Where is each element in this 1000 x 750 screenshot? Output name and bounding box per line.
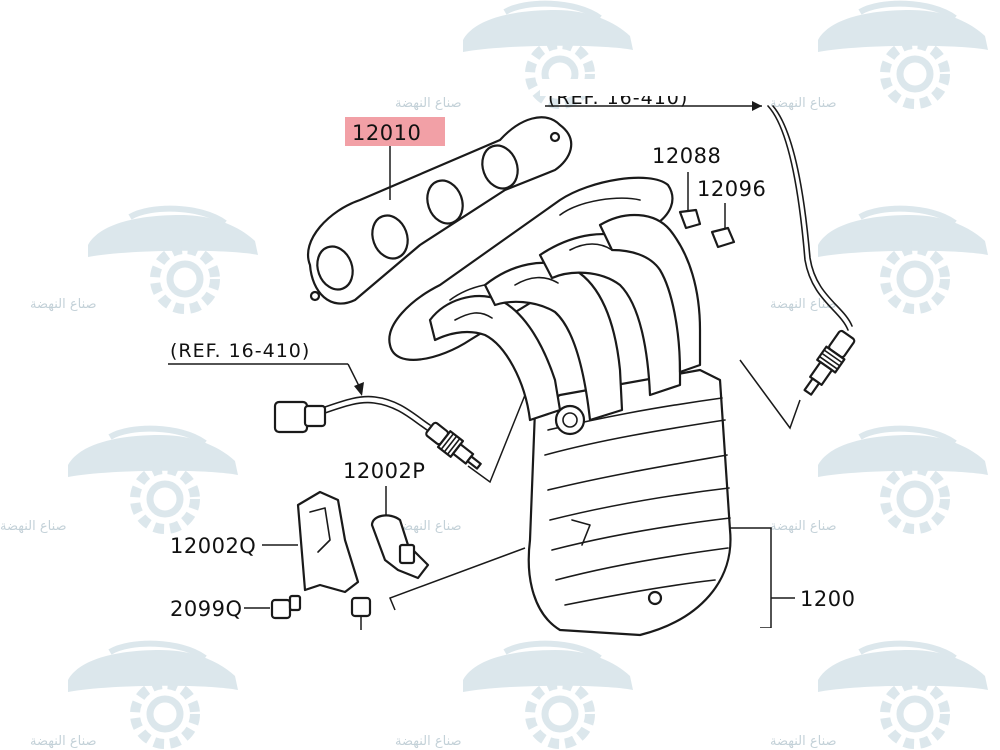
watermark-text: صناع النهضة [395, 734, 462, 749]
crop-mask [742, 628, 782, 632]
ref-lower-label: (REF. 16-410) [170, 340, 310, 362]
washer-nut-12096[interactable]: 12096 [697, 177, 766, 249]
gasket-hole [309, 290, 321, 302]
bracket-leader [389, 547, 526, 611]
ref-upper-group[interactable]: (REF. 16-410) [540, 79, 762, 111]
converter-stud [647, 590, 663, 606]
ref-lower-group[interactable]: (REF. 16-410) [168, 340, 364, 396]
bracket-q-detail [309, 507, 331, 553]
sensor-connector-boot [303, 404, 327, 428]
watermark-text: صناع النهضة [0, 519, 67, 534]
lower-sensor-cable-outer [324, 401, 428, 431]
washer-nut-icon [710, 226, 736, 249]
sensor-cable [767, 105, 849, 331]
washer-nut-part-number: 12096 [697, 177, 766, 201]
runner-4 [598, 213, 702, 374]
bracket-12002P[interactable]: 12002P [343, 459, 430, 580]
bracket-12002Q[interactable]: 12002Q [170, 490, 360, 594]
watermark-text: صناع النهضة [395, 519, 462, 534]
bolt-shank [288, 594, 302, 612]
bolt-2099Q[interactable]: 2099Q [170, 594, 372, 630]
bracket-p-part-number: 12002P [343, 459, 425, 483]
gasket-12010[interactable]: 12010 [307, 116, 573, 305]
sensor-cable-outer [772, 105, 853, 327]
watermark-text: صناع النهضة [770, 96, 837, 111]
gasket-port-3 [426, 179, 464, 225]
exhaust-manifold-1200[interactable]: 1200 [388, 176, 855, 637]
oxygen-sensor-upper[interactable] [767, 105, 857, 399]
bolt-head-icon [350, 596, 372, 618]
lower-sensor-leader [467, 394, 526, 484]
nut-part-number: 12088 [652, 144, 721, 168]
heat-shield-ribs [544, 419, 731, 606]
sensor-boss-inner [562, 412, 578, 428]
gasket-highlight [345, 117, 445, 146]
watermark-text: صناع النهضة [30, 734, 97, 749]
ref-upper-arrow-icon [752, 101, 762, 111]
gasket-hole [549, 131, 561, 143]
gasket-port-2 [371, 214, 409, 260]
bracket-p-bolt-icon [398, 543, 416, 565]
watermark-layer: صناع النهضة صناع النهضة صناع النهضة صناع… [0, 4, 988, 749]
ref-upper-mask [540, 79, 730, 96]
sensor-boss [554, 404, 586, 436]
manifold-bracket-leader [730, 527, 772, 629]
runner-1 [428, 295, 562, 422]
manifold-part-number: 1200 [800, 587, 855, 611]
converter-mark [571, 519, 591, 546]
sensor-upper-leader [739, 359, 801, 430]
watermark-text: صناع النهضة [770, 297, 837, 312]
sensor-connector-icon [273, 400, 309, 434]
watermark-text: صناع النهضة [395, 96, 462, 111]
gasket-part-number: 12010 [352, 121, 421, 145]
nut-icon [678, 208, 702, 230]
oxygen-sensor-lower[interactable] [273, 395, 485, 474]
watermark-text: صناع النهضة [770, 519, 837, 534]
gasket-port-4 [481, 144, 519, 190]
gasket-port-1 [316, 245, 354, 291]
ref-lower-arrow-icon [354, 382, 364, 396]
bolt-head-icon [270, 598, 292, 620]
bracket-q-part-number: 12002Q [170, 534, 256, 558]
watermark-text: صناع النهضة [30, 297, 97, 312]
runner-ports [454, 243, 613, 321]
watermark-text: صناع النهضة [770, 734, 837, 749]
lower-sensor-cable [324, 395, 431, 426]
bolt-part-number: 2099Q [170, 597, 242, 621]
nut-12088[interactable]: 12088 [652, 144, 721, 230]
